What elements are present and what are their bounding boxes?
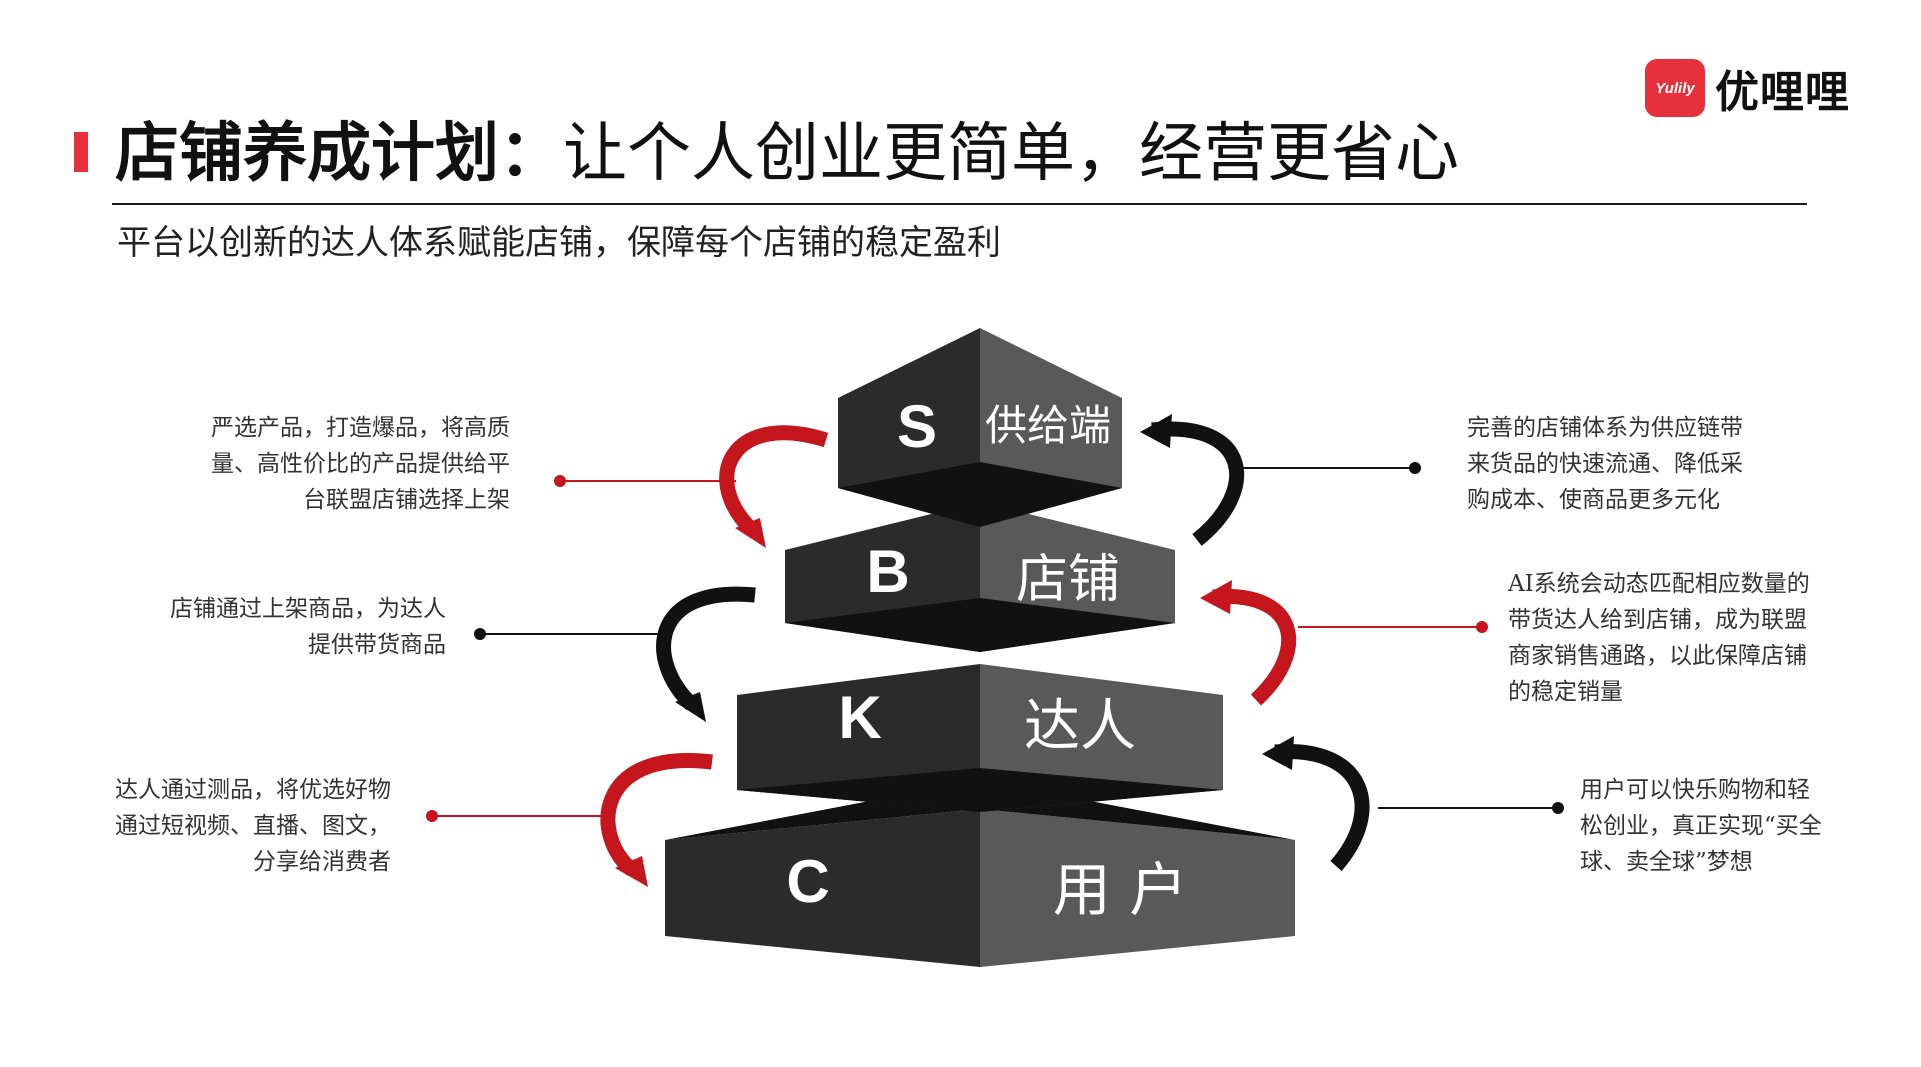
desc-right-3-line: 松创业，真正实现“买全	[1580, 813, 1822, 839]
logo-badge: Yulily	[1645, 59, 1705, 117]
desc-right-3-line: 球、卖全球”梦想	[1580, 849, 1753, 875]
desc-right-2-line: 商家销售通路，以此保障店铺	[1508, 643, 1807, 669]
desc-right-2-line: 的稳定销量	[1508, 679, 1623, 705]
logo-name: 优哩哩	[1715, 67, 1850, 118]
leader-right-2	[1298, 621, 1488, 633]
title-divider	[112, 203, 1807, 205]
tier-c-label: 用 户	[1053, 856, 1187, 924]
tier-s-label: 供给端	[985, 401, 1111, 450]
tier-k-letter: K	[838, 684, 881, 751]
tier-s-letter: S	[897, 393, 937, 460]
leader-left-3	[426, 810, 610, 822]
desc-left-3-line: 达人通过测品，将优选好物	[115, 777, 391, 803]
desc-left-3-line: 通过短视频、直播、图文，	[115, 813, 391, 839]
page-subtitle: 平台以创新的达人体系赋能店铺，保障每个店铺的稳定盈利	[117, 223, 1001, 263]
arrow-right-2	[1200, 580, 1297, 706]
page-title: 店铺养成计划：让个人创业更简单，经营更省心	[115, 115, 1459, 193]
arrow-left-2	[656, 586, 756, 722]
desc-left-2-line: 店铺通过上架商品，为达人	[170, 596, 446, 622]
desc-left-2-line: 提供带货商品	[308, 632, 446, 658]
page-title-strong: 店铺养成计划：	[115, 116, 563, 191]
desc-left-1: 严选产品，打造爆品，将高质 量、高性价比的产品提供给平 台联盟店铺选择上架	[211, 410, 510, 518]
desc-right-3-line: 用户可以快乐购物和轻	[1580, 777, 1810, 803]
tier-b: B 店铺	[785, 502, 1175, 652]
tier-k-label: 达人	[1024, 694, 1136, 759]
tier-b-bottom-shade	[785, 598, 1175, 652]
desc-right-1-line: 来货品的快速流通、降低采	[1467, 451, 1743, 477]
tier-k-bottom-shade	[737, 768, 1223, 812]
desc-left-1-line: 台联盟店铺选择上架	[303, 487, 510, 513]
desc-left-3-line: 分享给消费者	[253, 849, 391, 875]
tier-s: S 供给端	[838, 328, 1122, 527]
title-accent-bar	[74, 132, 88, 172]
tier-b-label: 店铺	[1016, 550, 1120, 610]
desc-right-1: 完善的店铺体系为供应链带 来货品的快速流通、降低采 购成本、使商品更多元化	[1467, 410, 1743, 518]
brand-logo: Yulily 优哩哩	[1645, 58, 1850, 118]
leader-right-1	[1238, 462, 1421, 474]
tier-c-letter: C	[786, 848, 829, 915]
desc-right-2-line: AI系统会动态匹配相应数量的	[1508, 571, 1810, 597]
tier-b-letter: B	[866, 538, 909, 605]
tier-c: C 用 户	[665, 780, 1295, 967]
desc-left-1-line: 严选产品，打造爆品，将高质	[211, 415, 510, 441]
desc-right-3: 用户可以快乐购物和轻 松创业，真正实现“买全 球、卖全球”梦想	[1580, 772, 1822, 880]
tier-c-front-left	[665, 809, 980, 967]
desc-right-1-line: 购成本、使商品更多元化	[1467, 487, 1720, 513]
tier-s-bottom-shade	[838, 462, 1122, 527]
leader-left-1	[554, 475, 736, 487]
desc-right-1-line: 完善的店铺体系为供应链带	[1467, 415, 1743, 441]
leader-left-2	[474, 628, 663, 640]
arrow-right-3	[1262, 736, 1370, 871]
arrow-right-1	[1140, 414, 1245, 546]
desc-left-1-line: 量、高性价比的产品提供给平	[211, 451, 510, 477]
desc-right-2-line: 带货达人给到店铺，成为联盟	[1508, 607, 1807, 633]
page-title-rest: 让个人创业更简单，经营更省心	[563, 117, 1459, 191]
desc-left-2: 店铺通过上架商品，为达人 提供带货商品	[170, 591, 446, 663]
arrow-left-1	[719, 425, 829, 548]
tier-c-front-right	[980, 809, 1295, 967]
desc-left-3: 达人通过测品，将优选好物 通过短视频、直播、图文， 分享给消费者	[115, 772, 391, 880]
tier-k: K 达人	[737, 664, 1223, 812]
arrow-left-3	[600, 753, 713, 887]
desc-right-2: AI系统会动态匹配相应数量的 带货达人给到店铺，成为联盟 商家销售通路，以此保障…	[1508, 566, 1810, 710]
leader-right-3	[1378, 802, 1564, 814]
